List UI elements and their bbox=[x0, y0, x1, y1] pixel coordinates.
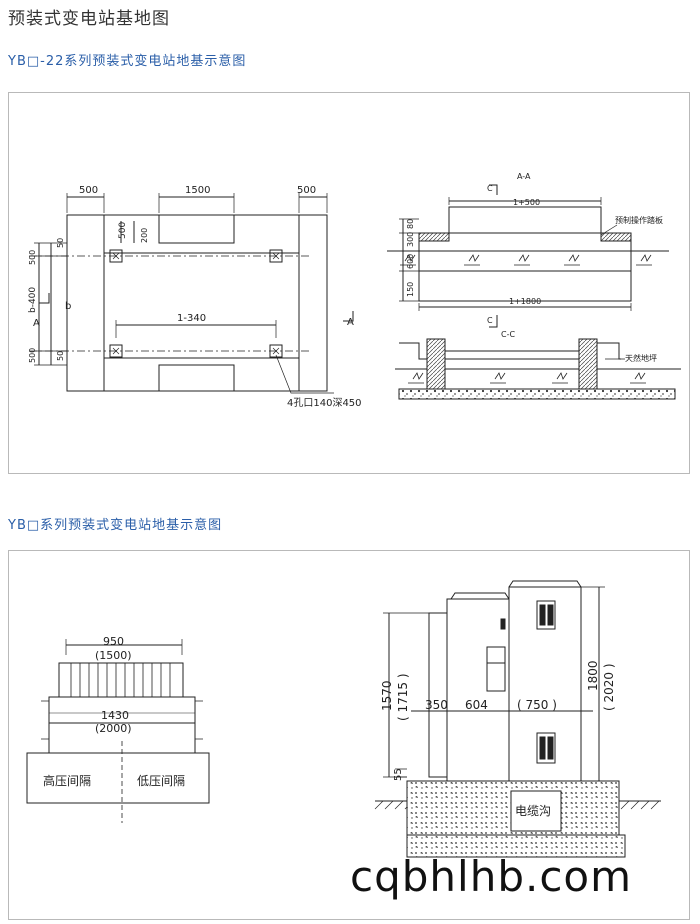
section-aa bbox=[387, 184, 669, 328]
aa-earth-symbols bbox=[400, 254, 652, 266]
dim-b-400: b-400 bbox=[28, 287, 38, 313]
hole-2 bbox=[269, 249, 283, 263]
aa-label-step: 预制操作踏板 bbox=[615, 215, 663, 225]
vent-bottom bbox=[536, 732, 556, 764]
aa-dim-600: 600 bbox=[406, 254, 415, 269]
right-labels: 1570 ( 1715 ) 1800 ( 2020 ) 350 604 ( 75… bbox=[380, 660, 616, 818]
watermark-text: cqbhlhb.com bbox=[350, 852, 633, 901]
foundation-footing bbox=[406, 834, 626, 858]
plan-centerlines bbox=[29, 255, 309, 352]
left-elevation bbox=[26, 639, 210, 823]
aa-mark-c-top: C bbox=[487, 184, 493, 193]
cc-left-pier bbox=[426, 338, 446, 390]
dim-55: 55 bbox=[393, 768, 404, 781]
section1-title: YB□-22系列预装式变电站地基示意图 bbox=[8, 54, 247, 69]
aa-title: A-A bbox=[517, 172, 531, 181]
transformer-cabinet bbox=[446, 598, 510, 782]
meter-window bbox=[486, 646, 506, 692]
hole-note: 4孔口140深450 bbox=[287, 397, 362, 409]
aa-dim-1-500: 1+500 bbox=[513, 198, 540, 207]
section2-title: YB□系列预装式变电站地基示意图 bbox=[8, 518, 223, 533]
radiator-block bbox=[58, 662, 184, 698]
plan-dimensions: 500 1500 500 500 200 50 500 b-400 b 50 5… bbox=[28, 185, 362, 409]
hole-1 bbox=[109, 249, 123, 263]
label-high-voltage: 高压间隔 bbox=[43, 773, 91, 788]
dim-1500: 1500 bbox=[185, 185, 210, 196]
plan-view bbox=[29, 193, 354, 394]
dim-1500: (1500) bbox=[95, 649, 132, 662]
dim-50-bottom: 50 bbox=[56, 351, 65, 361]
dim-500-left-bottom: 500 bbox=[28, 348, 37, 363]
mark-a-right: A bbox=[347, 317, 354, 328]
dim-500-left-top: 500 bbox=[28, 250, 37, 265]
cc-beam bbox=[445, 350, 579, 360]
ground-hatching bbox=[374, 800, 660, 810]
aa-mark-c-bottom: C bbox=[487, 316, 493, 325]
dim-1-340: 1-340 bbox=[177, 313, 206, 324]
plan-notches bbox=[158, 215, 235, 391]
section-mark-a-right bbox=[343, 311, 354, 322]
dim-500-v: 500 bbox=[118, 222, 128, 239]
dim-1715: ( 1715 ) bbox=[396, 673, 410, 721]
page-title: 预装式变电站基地图 bbox=[8, 9, 170, 29]
dim-2000: (2000) bbox=[95, 722, 132, 735]
dim-1800: 1800 bbox=[586, 660, 600, 691]
dim-50-top: 50 bbox=[56, 238, 65, 248]
cc-label-ground: 天然地坪 bbox=[625, 353, 657, 363]
plan-crossbeams bbox=[104, 252, 299, 359]
aa-dim-80: 80 bbox=[406, 219, 415, 229]
section-cc-labels: C-C 天然地坪 bbox=[501, 330, 657, 363]
aa-step-right bbox=[600, 232, 632, 242]
right-elevation bbox=[374, 580, 661, 858]
section-mark-a-left bbox=[39, 293, 50, 304]
dim-500-right: 500 bbox=[297, 185, 316, 196]
cc-right-pier bbox=[578, 338, 598, 390]
aa-raised-top bbox=[448, 206, 602, 233]
dim-604: 604 bbox=[465, 698, 488, 712]
cabinet-roofs bbox=[450, 580, 582, 600]
dim-b: b bbox=[65, 301, 71, 312]
label-cable-trench: 电缆沟 bbox=[515, 804, 551, 818]
vent-slots bbox=[539, 604, 554, 760]
foundation-plan-and-sections: 500 1500 500 500 200 50 500 b-400 b 50 5… bbox=[28, 172, 681, 409]
aa-dim-150: 150 bbox=[406, 282, 415, 297]
section-cc bbox=[395, 338, 681, 400]
dim-200: 200 bbox=[140, 228, 149, 243]
plan-outer-slab bbox=[66, 214, 328, 392]
dim-1430: 1430 bbox=[101, 709, 129, 722]
hole-3 bbox=[109, 344, 123, 358]
side-panel bbox=[428, 612, 448, 778]
aa-step-left bbox=[418, 232, 450, 242]
cc-right-outline bbox=[597, 342, 621, 360]
radiator-fins bbox=[70, 663, 171, 697]
dim-1570: 1570 bbox=[380, 680, 394, 711]
substation-foundation-views: 950 (1500) 1430 (2000) 高压间隔 低压间隔 bbox=[26, 580, 661, 858]
foundation-diagram-panel-2: 950 (1500) 1430 (2000) 高压间隔 低压间隔 bbox=[8, 550, 690, 920]
vent-top bbox=[536, 600, 556, 630]
dim-500-left: 500 bbox=[79, 185, 98, 196]
dim-2020: ( 2020 ) bbox=[602, 663, 616, 711]
aa-c-marks bbox=[489, 184, 498, 328]
mark-a-left: A bbox=[33, 318, 40, 329]
aa-dim-300: 300 bbox=[406, 232, 415, 247]
dim-950: 950 bbox=[103, 635, 124, 648]
aa-dim-1-1800: 1+1800 bbox=[509, 297, 541, 306]
foundation-base bbox=[26, 752, 210, 804]
cc-title: C-C bbox=[501, 330, 515, 339]
plan-side-walls bbox=[103, 215, 300, 391]
cable-trench bbox=[510, 790, 562, 832]
dim-750: ( 750 ) bbox=[517, 698, 557, 712]
dim-350: 350 bbox=[425, 698, 448, 712]
section-aa-labels: A-A C C 1+500 1+1800 80 300 600 150 预制操作… bbox=[406, 172, 663, 325]
cc-earth-symbols bbox=[408, 372, 646, 384]
aa-base bbox=[418, 270, 632, 302]
foundation-diagram-panel-1: 500 1500 500 500 200 50 500 b-400 b 50 5… bbox=[8, 92, 690, 474]
hole-4 bbox=[269, 344, 283, 358]
cc-gravel-bed bbox=[398, 388, 676, 400]
label-low-voltage: 低压间隔 bbox=[137, 774, 185, 788]
left-labels: 950 (1500) 1430 (2000) 高压间隔 低压间隔 bbox=[43, 635, 185, 788]
